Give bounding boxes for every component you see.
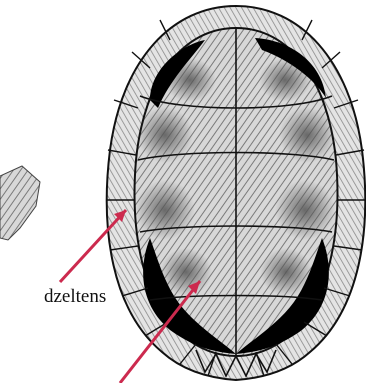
carapace (106, 6, 366, 380)
cropped-shell-fragment (0, 166, 40, 240)
label-dzeltens: dzeltens (44, 287, 106, 306)
